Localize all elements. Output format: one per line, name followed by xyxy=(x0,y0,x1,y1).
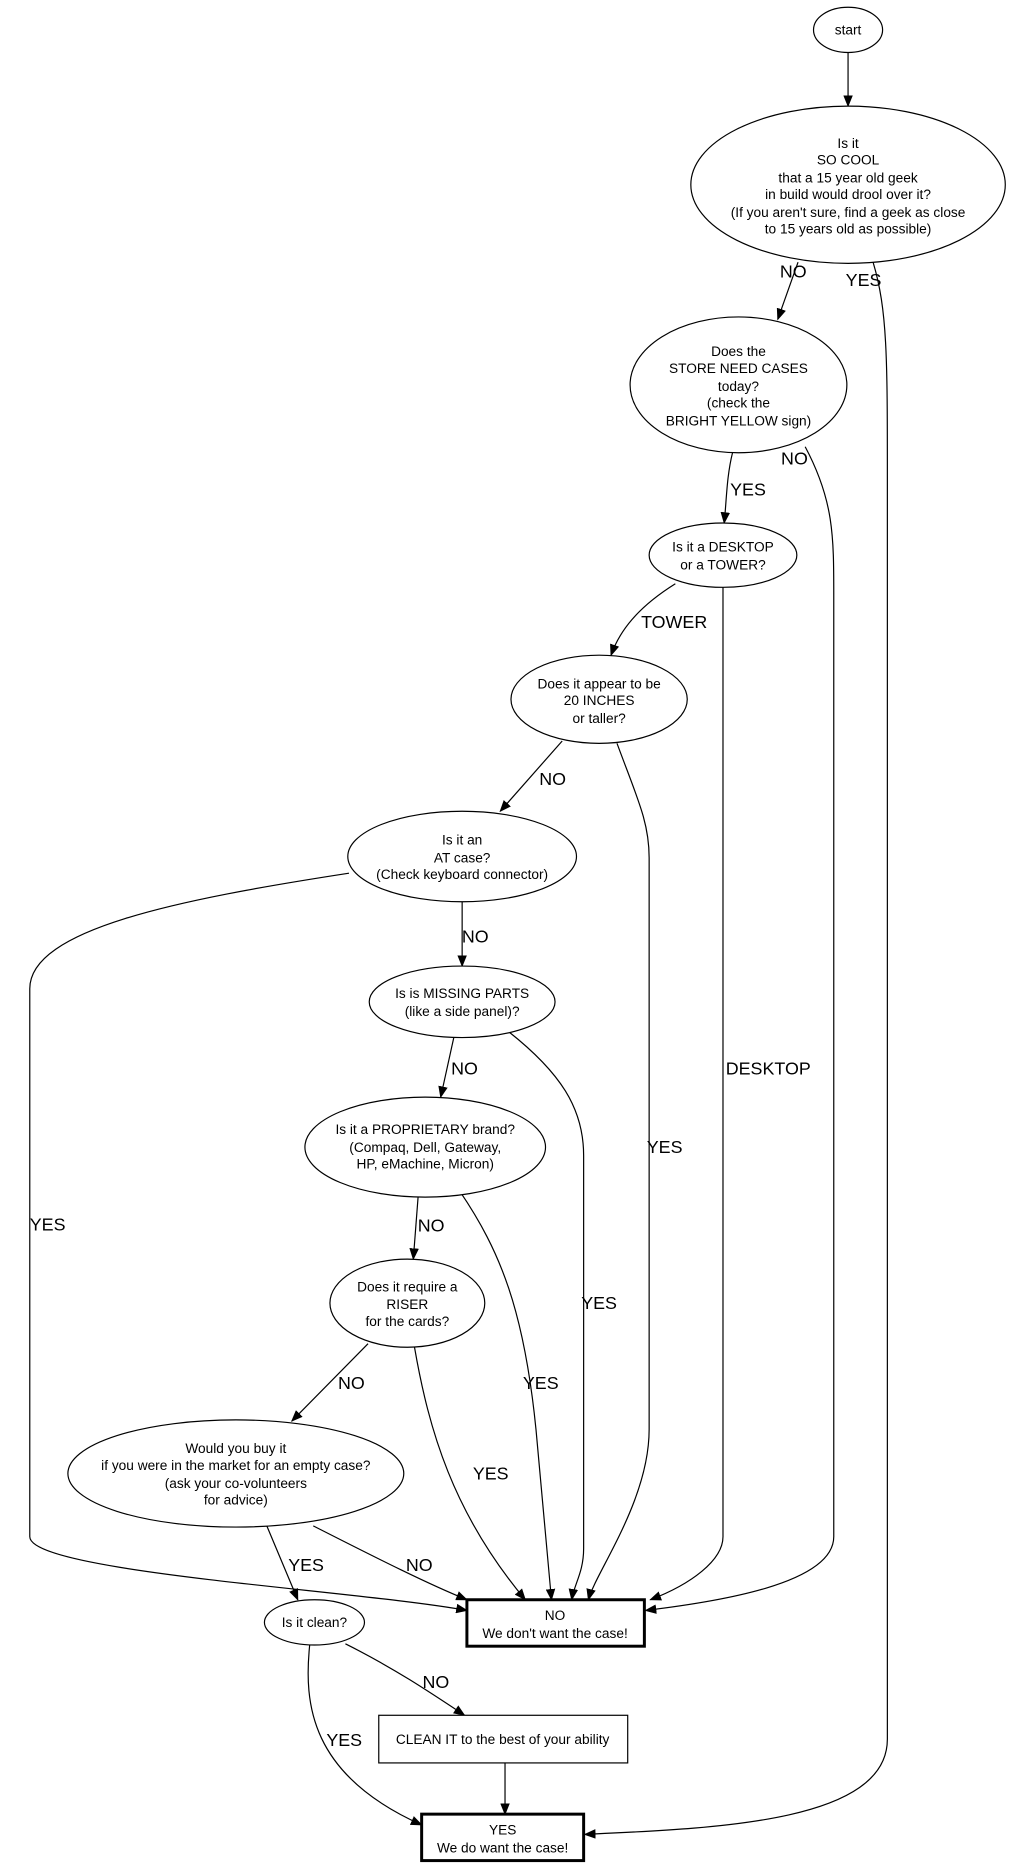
edge-label: YES xyxy=(30,1215,66,1235)
node-label: CLEAN IT to the best of your ability xyxy=(396,1732,610,1747)
node-store-need: Does the STORE NEED CASES today? (check … xyxy=(629,316,848,454)
node-label: (Compaq, Dell, Gateway, xyxy=(349,1140,501,1155)
edge-clean-no xyxy=(345,1643,466,1716)
edge-label: YES xyxy=(473,1463,509,1483)
node-missing-parts: Is is MISSING PARTS (like a side panel)? xyxy=(368,965,556,1039)
node-start: start xyxy=(812,6,884,54)
node-label: today? xyxy=(718,379,759,394)
node-would-buy: Would you buy it if you were in the mark… xyxy=(67,1419,405,1528)
node-label: Is it a DESKTOP xyxy=(672,540,774,555)
node-label: NO xyxy=(545,1608,566,1623)
node-proprietary: Is it a PROPRIETARY brand? (Compaq, Dell… xyxy=(304,1096,547,1198)
node-label: Would you buy it xyxy=(185,1441,286,1456)
node-label: BRIGHT YELLOW sign) xyxy=(666,413,812,428)
edge-label: YES xyxy=(288,1555,324,1575)
node-label: Is it a PROPRIETARY brand? xyxy=(335,1122,515,1137)
edge-label: NO xyxy=(423,1672,450,1692)
node-label: Does the xyxy=(711,344,766,359)
node-is-clean: Is it clean? xyxy=(263,1599,366,1646)
edge-label: NO xyxy=(451,1058,478,1078)
node-label: HP, eMachine, Micron) xyxy=(357,1157,494,1172)
edge-label: YES xyxy=(523,1373,559,1393)
node-label: (like a side panel)? xyxy=(405,1004,520,1019)
edge-label: DESKTOP xyxy=(726,1058,811,1078)
edges xyxy=(29,52,888,1839)
node-so-cool: Is it SO COOL that a 15 year old geek in… xyxy=(690,105,1006,264)
node-label: 20 INCHES xyxy=(564,693,635,708)
edge-buy-no xyxy=(312,1525,469,1601)
edge-label: YES xyxy=(647,1137,683,1157)
node-yes-case: YES We do want the case! xyxy=(420,1812,586,1863)
node-label: for the cards? xyxy=(366,1314,450,1329)
node-label: (Check keyboard connector) xyxy=(376,867,548,882)
edge-label: YES xyxy=(326,1730,362,1750)
edge-tower xyxy=(610,583,676,657)
edge-label: NO xyxy=(338,1373,365,1393)
node-label: We don't want the case! xyxy=(482,1626,627,1641)
node-at-case: Is it an AT case? (Check keyboard connec… xyxy=(347,810,578,903)
edge-clean-yes xyxy=(307,1644,423,1826)
node-label: if you were in the market for an empty c… xyxy=(101,1458,371,1473)
edge-buy-yes xyxy=(266,1525,299,1601)
node-label: start xyxy=(835,23,862,38)
node-label: RISER xyxy=(386,1297,428,1312)
edge-prop-yes xyxy=(459,1190,556,1601)
node-label: Is it xyxy=(837,136,858,151)
edge-store-no xyxy=(644,446,835,1614)
edge-cool-yes xyxy=(583,261,888,1839)
node-label: or a TOWER? xyxy=(680,557,766,572)
edge-missing-no xyxy=(438,1037,455,1099)
node-label: AT case? xyxy=(434,850,491,865)
node-desktop-tower: Is it a DESKTOP or a TOWER? xyxy=(648,522,798,588)
node-label: Does it appear to be xyxy=(537,677,660,692)
edge-labels: NO YES NO YES TOWER DESKTOP NO YES NO YE… xyxy=(30,262,882,1751)
edge-label: NO xyxy=(406,1555,433,1575)
edge-label: NO xyxy=(539,769,566,789)
node-clean-it: CLEAN IT to the best of your ability xyxy=(378,1714,629,1764)
node-label: Is is MISSING PARTS xyxy=(395,986,529,1001)
node-label: or taller? xyxy=(572,711,626,726)
edge-prop-no xyxy=(409,1197,419,1261)
edge-label: TOWER xyxy=(641,612,707,632)
edge-store-yes xyxy=(720,452,734,525)
edge-label: YES xyxy=(581,1293,617,1313)
edge-at-yes xyxy=(29,872,469,1614)
edge-label: YES xyxy=(846,270,882,290)
node-label: SO COOL xyxy=(817,152,880,167)
edge-desktop xyxy=(649,587,724,1601)
edge-label: NO xyxy=(418,1216,445,1236)
edge-label: NO xyxy=(781,449,808,469)
node-label: STORE NEED CASES xyxy=(669,361,808,376)
edge-label: YES xyxy=(730,480,766,500)
edge-label: NO xyxy=(780,262,807,282)
edge-cool-no xyxy=(776,261,799,321)
edge-riser-yes xyxy=(413,1347,527,1601)
node-no-case: NO We don't want the case! xyxy=(465,1598,646,1648)
node-label: (ask your co-volunteers xyxy=(165,1476,307,1491)
node-label: for advice) xyxy=(204,1492,268,1507)
edge-label: NO xyxy=(462,926,489,946)
node-20-inches: Does it appear to be 20 INCHES or taller… xyxy=(510,654,688,744)
edge-inches-no xyxy=(499,740,563,813)
node-label: to 15 years old as possible) xyxy=(765,222,932,237)
node-label: (check the xyxy=(707,395,770,410)
node-label: Is it clean? xyxy=(282,1615,348,1630)
edge-inches-yes xyxy=(586,743,650,1601)
edge-missing-yes xyxy=(508,1031,585,1601)
node-label: We do want the case! xyxy=(437,1840,568,1855)
node-label: Does it require a xyxy=(357,1279,458,1294)
node-label: in build would drool over it? xyxy=(765,187,931,202)
node-label: Is it an xyxy=(442,833,482,848)
node-riser: Does it require a RISER for the cards? xyxy=(329,1258,486,1348)
edge-riser-no xyxy=(290,1343,369,1422)
node-label: YES xyxy=(489,1822,516,1837)
node-label: (If you aren't sure, find a geek as clos… xyxy=(731,205,966,220)
node-label: that a 15 year old geek xyxy=(778,170,917,185)
